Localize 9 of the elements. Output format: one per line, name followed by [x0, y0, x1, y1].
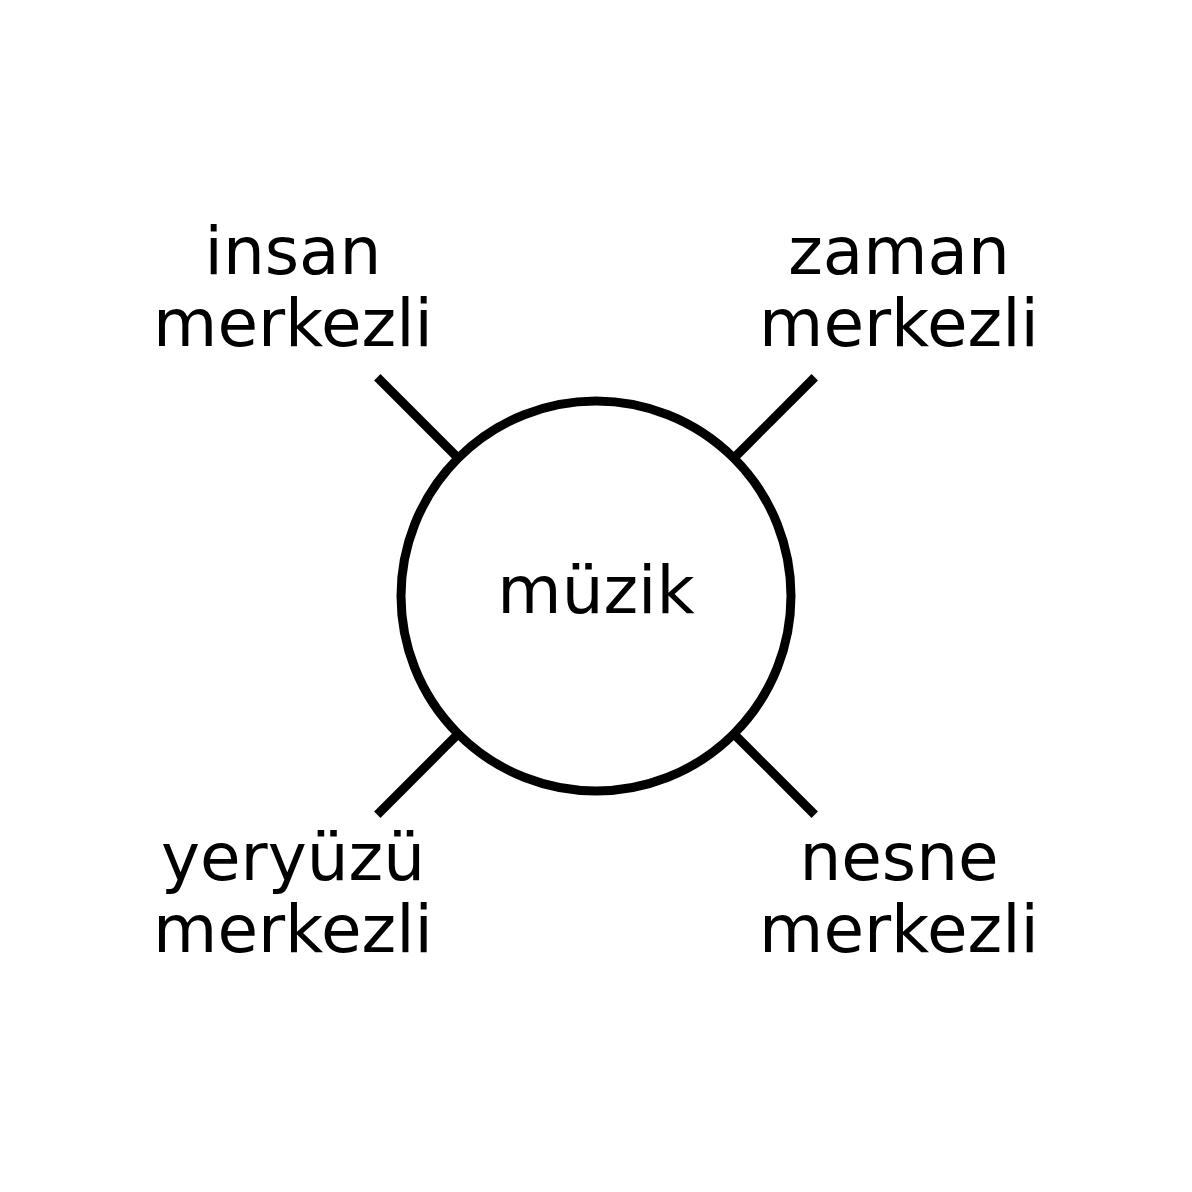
connector: [374, 731, 461, 818]
connector: [731, 374, 818, 461]
node-text: yeryüzü merkezli: [153, 818, 433, 968]
node-text: insan merkezli: [153, 212, 433, 362]
connector: [374, 374, 461, 461]
node-text: zaman merkezli: [759, 212, 1039, 362]
node-circle: müzik: [396, 396, 796, 796]
node-text: nesne merkezli: [759, 818, 1039, 968]
connector: [731, 731, 818, 818]
